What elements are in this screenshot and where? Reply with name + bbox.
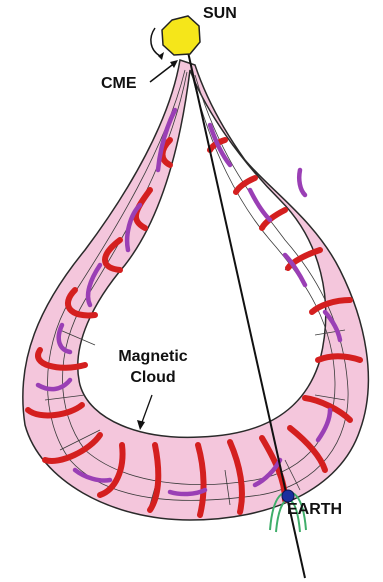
magnetic-cloud-arrow [137,395,152,430]
magnetic-cloud-label: Magnetic Cloud [105,346,201,388]
earth-label: EARTH [287,501,342,519]
cme-label: CME [101,75,137,93]
sun-label: SUN [203,5,237,23]
magnetic-cloud-label-line2: Cloud [105,367,201,388]
cme-arrow [150,60,178,82]
magnetic-cloud-label-line1: Magnetic [105,346,201,367]
sun-icon [151,16,200,60]
